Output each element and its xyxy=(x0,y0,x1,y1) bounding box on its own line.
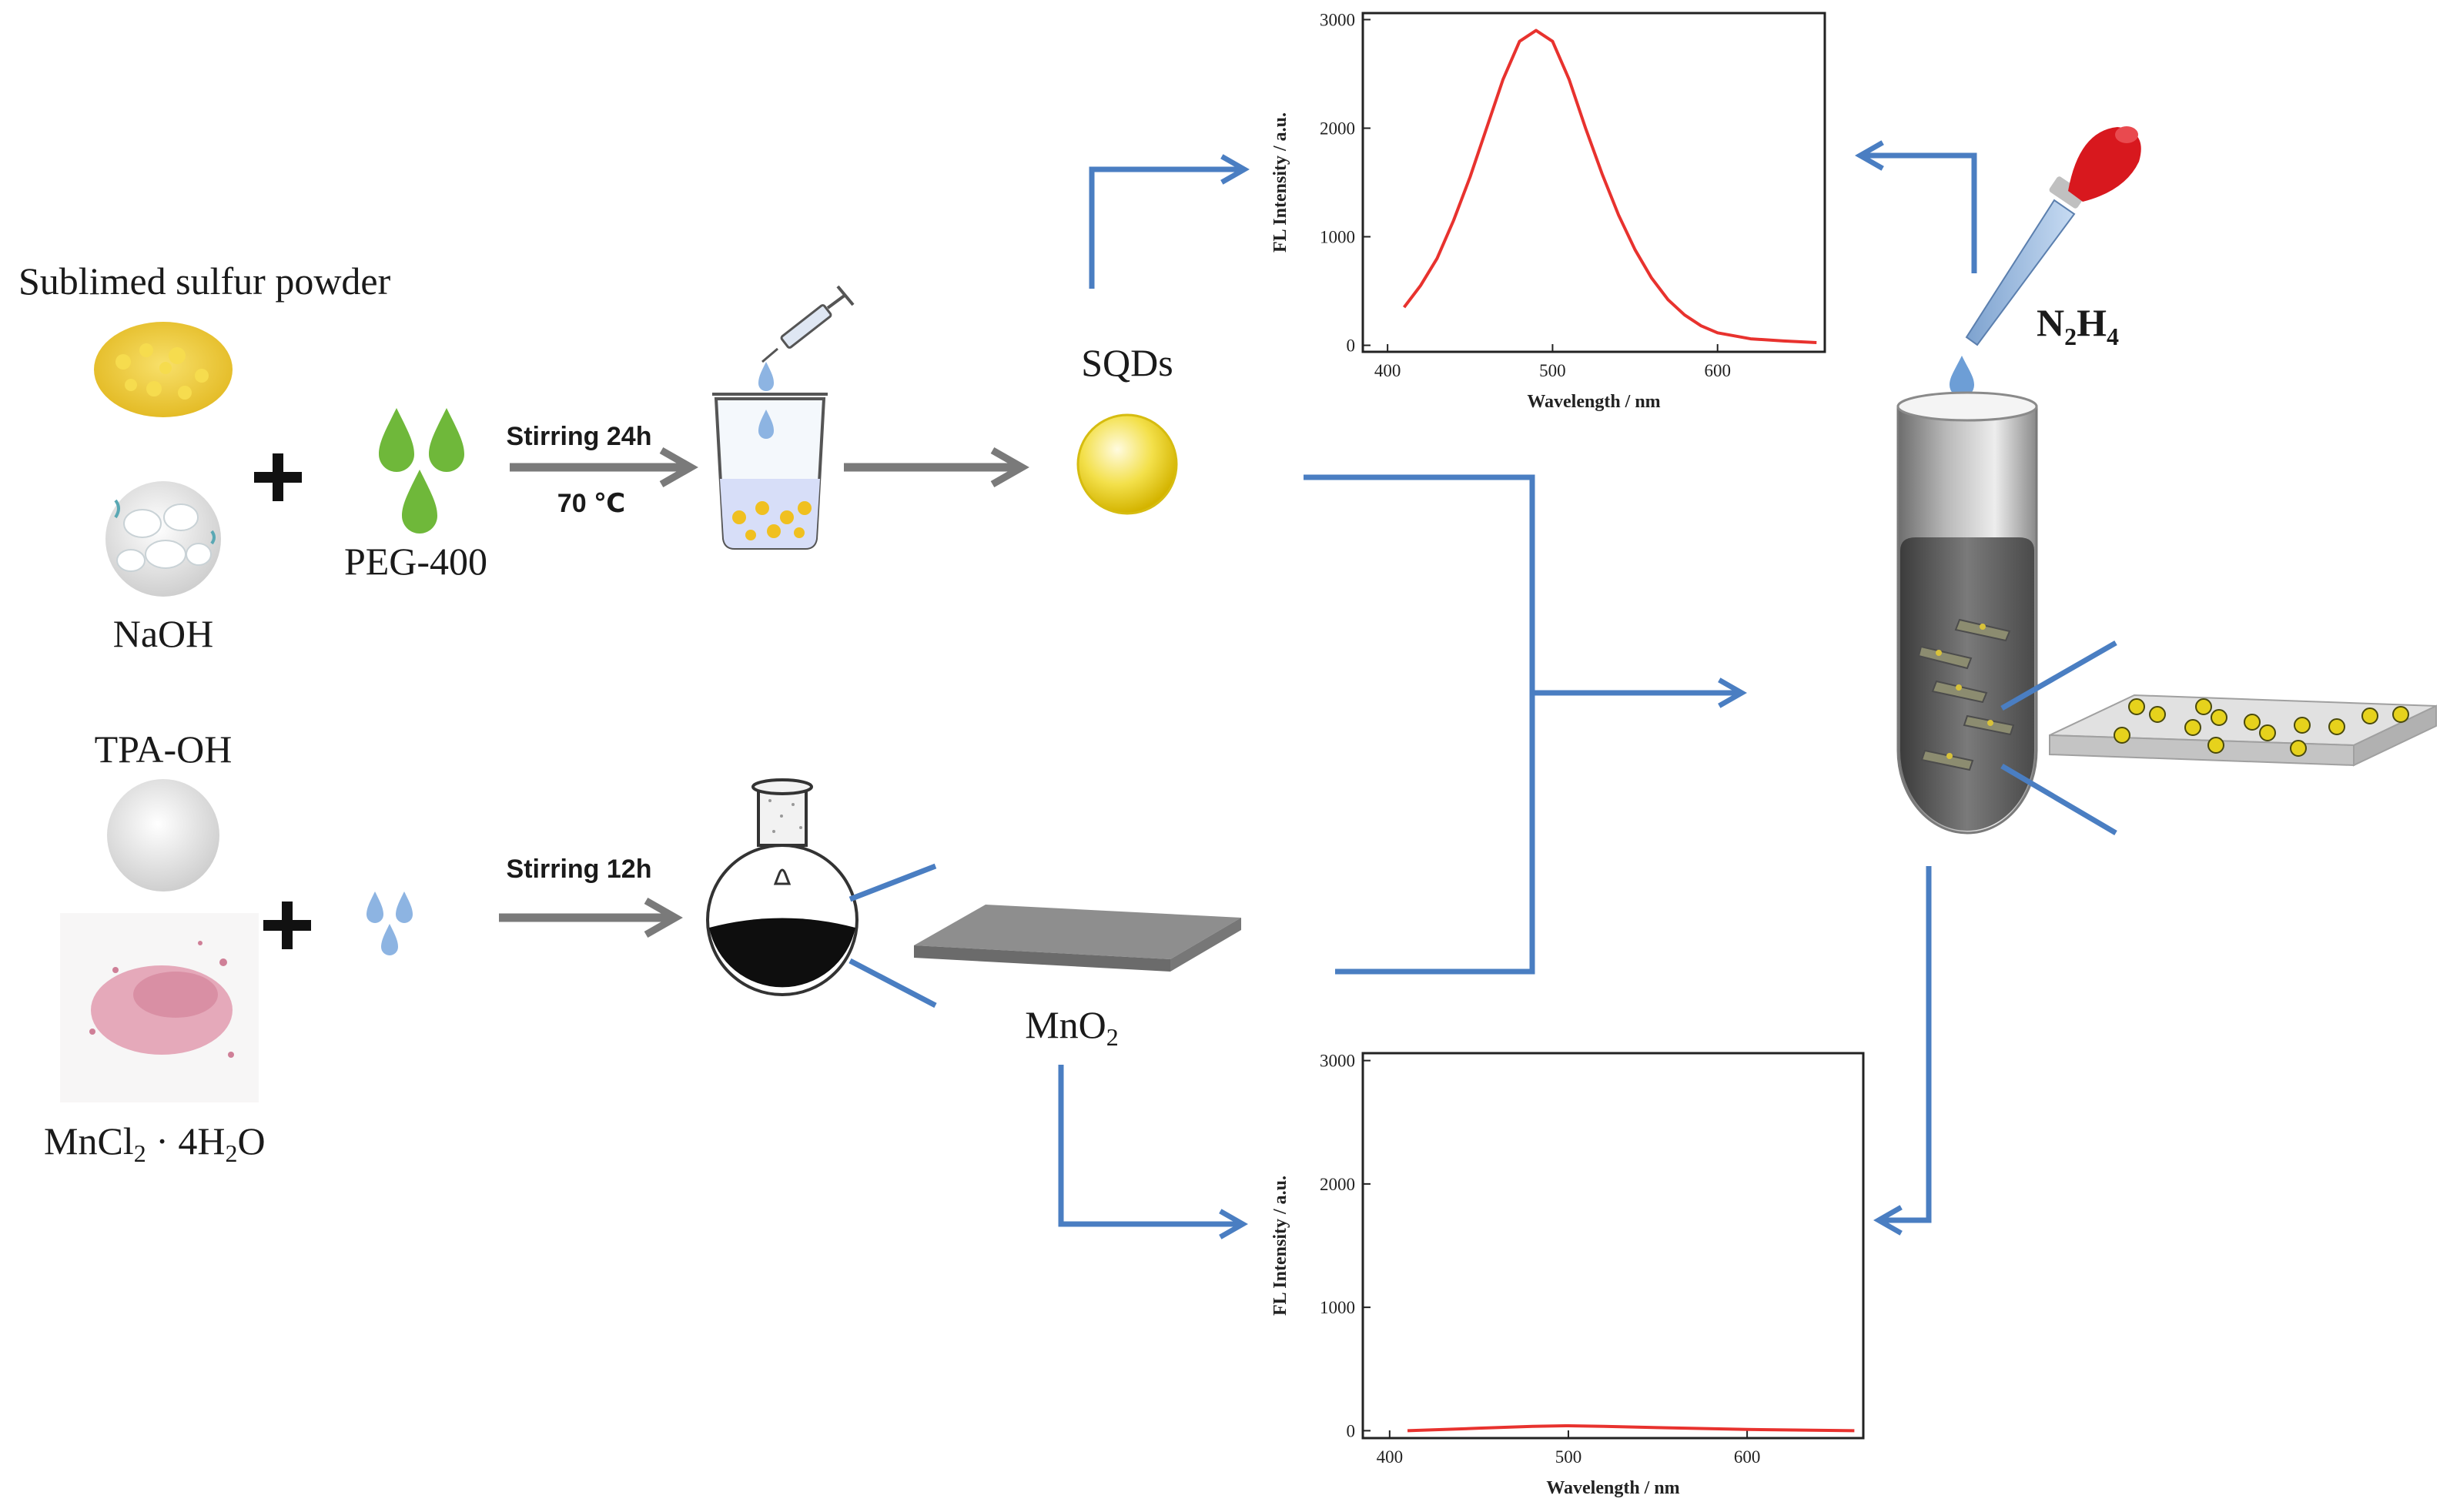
fl-spectrum-line xyxy=(1402,28,1817,345)
y-axis-label: FL Intensity / a.u. xyxy=(1270,112,1290,253)
temperature-label: 70 ℃ xyxy=(557,489,625,518)
naoh-pellets-image xyxy=(105,481,221,597)
n2h4-label: N2H4 xyxy=(2037,301,2119,350)
arrow-tube-to-spectrum-bottom xyxy=(1873,866,1932,1236)
mncl2-powder-image xyxy=(60,913,259,1102)
x-axis-label: Wavelength / nm xyxy=(1527,392,1660,412)
water-droplets-icon xyxy=(366,891,413,955)
beaker-icon xyxy=(712,362,828,550)
arrow-sqds-to-spectrum-top xyxy=(1089,154,1250,289)
sulfur-powder-image xyxy=(94,322,233,417)
sqds-label: SQDs xyxy=(1081,341,1173,384)
peg-droplets-icon xyxy=(379,408,464,534)
flask-icon xyxy=(706,778,859,996)
y-axis-label: FL Intensity / a.u. xyxy=(1270,1176,1290,1316)
combine-bracket-line xyxy=(1304,474,1535,975)
arrow-mno2-to-spectrum-bottom xyxy=(1058,1065,1248,1239)
x-tick-label: 600 xyxy=(1704,361,1731,380)
x-tick-label: 400 xyxy=(1374,361,1401,380)
plot-frame xyxy=(1361,12,1826,353)
stirring-12h-label: Stirring 12h xyxy=(507,855,652,884)
y-tick-label: 2000 xyxy=(1320,1175,1355,1194)
y-tick-label: 1000 xyxy=(1320,228,1355,247)
syringe-icon xyxy=(761,285,855,363)
mno2-sheet xyxy=(914,905,1241,972)
x-tick-label: 600 xyxy=(1734,1447,1761,1467)
x-tick-label: 500 xyxy=(1539,361,1566,380)
plus-icon xyxy=(254,453,302,501)
tpa-powder-image xyxy=(107,779,219,891)
y-tick-label: 2000 xyxy=(1320,119,1355,138)
naoh-label: NaOH xyxy=(113,612,214,655)
centrifuge-tube xyxy=(1896,391,2038,835)
y-tick-label: 0 xyxy=(1347,1421,1356,1440)
plot-frame xyxy=(1361,1052,1865,1440)
tube-zoom-lines xyxy=(2000,640,2117,836)
flask-zoom-lines xyxy=(848,863,937,1009)
x-tick-label: 500 xyxy=(1555,1447,1582,1467)
x-tick-label: 400 xyxy=(1377,1447,1404,1467)
sqd-mno2-nanosheet xyxy=(2049,694,2437,767)
tpa-label: TPA-OH xyxy=(95,728,233,771)
mncl2-label: MnCl2 · 4H2O xyxy=(44,1119,266,1167)
arrow-tube-to-spectrum-top xyxy=(1855,140,1977,273)
plus-icon xyxy=(263,902,311,949)
sulfur-label: Sublimed sulfur powder xyxy=(18,259,391,303)
n2h4-droplet-icon xyxy=(1950,356,1974,397)
y-tick-label: 1000 xyxy=(1320,1298,1355,1317)
y-tick-label: 0 xyxy=(1347,336,1356,356)
y-tick-label: 3000 xyxy=(1320,1052,1355,1071)
stirring-24h-label: Stirring 24h xyxy=(507,422,652,451)
y-tick-label: 3000 xyxy=(1320,10,1355,29)
x-axis-label: Wavelength / nm xyxy=(1546,1478,1679,1498)
mno2-label: MnO2 xyxy=(1025,1003,1119,1051)
sqds-sphere xyxy=(1076,413,1178,515)
dropper-icon xyxy=(1965,126,2141,346)
fl-spectrum-line xyxy=(1407,1423,1855,1433)
peg-label: PEG-400 xyxy=(344,540,487,583)
